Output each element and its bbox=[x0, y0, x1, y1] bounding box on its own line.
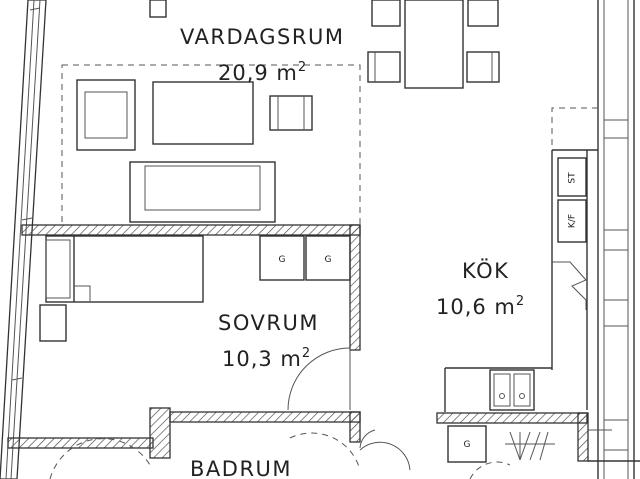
coffee-table bbox=[152, 81, 254, 145]
exterior-wall-left bbox=[0, 0, 47, 479]
kitchen-door-arc bbox=[469, 461, 511, 479]
vardagsrum-area-sup: 2 bbox=[298, 60, 307, 75]
bathroom-door-arc bbox=[359, 441, 411, 471]
dishwasher-label: G bbox=[464, 440, 471, 450]
kitchen-sink-counter bbox=[444, 367, 552, 412]
vardagsrum-name: VARDAGSRUM bbox=[180, 25, 344, 49]
wall-kitchen-bottom bbox=[436, 412, 640, 462]
bed bbox=[45, 235, 204, 303]
sofa bbox=[129, 161, 276, 223]
sovrum-area: 10,3 m2 bbox=[222, 346, 311, 371]
bathroom-door-arc-2 bbox=[359, 429, 376, 449]
vardagsrum-area: 20,9 m2 bbox=[218, 60, 307, 85]
wardrobe-right-label: G bbox=[325, 255, 332, 265]
sovrum-area-sup: 2 bbox=[302, 346, 311, 361]
nightstand bbox=[39, 304, 67, 342]
bathroom-fixture-arc-left bbox=[49, 438, 151, 479]
kok-area-sup: 2 bbox=[516, 294, 525, 309]
kitchen-corner-detail bbox=[552, 261, 587, 310]
kitchen-counter-top bbox=[551, 107, 598, 410]
kok-area: 10,6 m2 bbox=[436, 294, 525, 319]
wardrobe-left-label: G bbox=[279, 255, 286, 265]
dining-table bbox=[367, 0, 500, 89]
kitchen-dishwasher: G bbox=[447, 425, 487, 463]
stove: ST bbox=[557, 157, 587, 197]
exterior-wall-right bbox=[597, 0, 640, 479]
kitchen-fan-detail bbox=[505, 431, 555, 461]
wardrobe-left: G bbox=[259, 235, 305, 281]
small-chair bbox=[269, 95, 313, 131]
badrum-name: BADRUM bbox=[190, 457, 292, 479]
fridge-freezer: K/F bbox=[557, 199, 587, 243]
stove-label: ST bbox=[568, 172, 578, 184]
rug bbox=[61, 64, 361, 226]
armchair bbox=[76, 79, 136, 151]
kok-name: KÖK bbox=[462, 258, 509, 283]
sovrum-name: SOVRUM bbox=[218, 311, 319, 335]
column-top bbox=[149, 0, 167, 18]
fridge-freezer-label: K/F bbox=[568, 214, 578, 228]
wardrobe-right: G bbox=[305, 235, 351, 281]
bedroom-door bbox=[287, 347, 351, 411]
